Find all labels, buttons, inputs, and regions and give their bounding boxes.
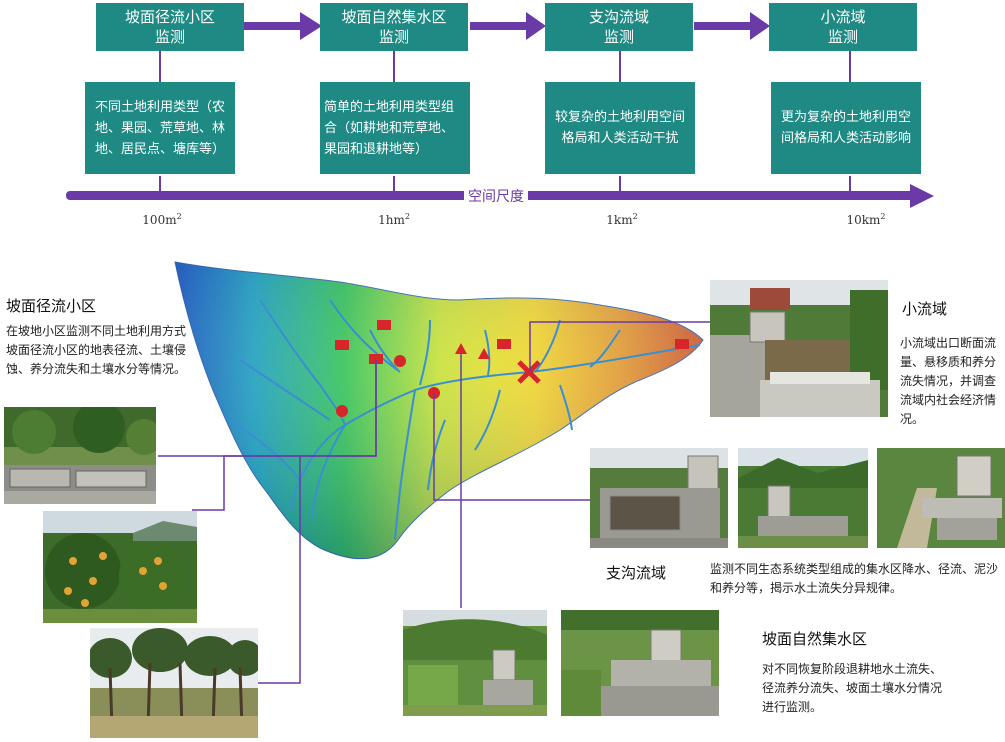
scale-axis-label: 空间尺度 — [464, 186, 528, 206]
unit-label: 1km2 — [606, 212, 638, 227]
scale-title: 坡面径流小区 — [124, 8, 215, 26]
photo-runoff-plot-forest — [90, 628, 258, 738]
scale-title: 坡面自然集水区 — [341, 8, 447, 26]
unit-label: 1hm2 — [378, 212, 410, 227]
branch-watershed-text: 监测不同生态系统类型组成的集水区降水、径流、泥沙和养分等，揭示水土流失分异规律。 — [710, 562, 999, 595]
scale-title: 支沟流域 — [588, 8, 649, 26]
watershed-map — [174, 261, 704, 560]
branch-watershed-title: 支沟流域 — [606, 564, 667, 582]
desc-box-branch-watershed: 较复杂的土地利用空间格局和人类活动干扰 — [545, 82, 695, 174]
desc-box-small-watershed: 更为复杂的土地利用空间格局和人类活动影响 — [771, 82, 921, 174]
scale-box-runoff-plot: 坡面径流小区 监测 — [96, 3, 244, 51]
photo-branch-watershed-3 — [877, 448, 1005, 548]
photo-branch-watershed-2 — [738, 448, 868, 548]
photo-runoff-plot-concrete — [4, 407, 156, 504]
desc-text: 较复杂的土地利用空间格局和人类活动干扰 — [554, 110, 685, 146]
photo-branch-watershed-1 — [590, 448, 728, 548]
photo-runoff-plot-orchard — [43, 511, 197, 623]
unit-label: 10km2 — [846, 212, 886, 227]
desc-text: 简单的土地利用类型组合（如耕地和荒草地、果园和退耕地等） — [324, 99, 455, 157]
scale-subtitle: 监测 — [378, 28, 409, 46]
scale-box-small-watershed: 小流域 监测 — [769, 3, 917, 51]
scale-title: 小流域 — [820, 8, 866, 26]
box-connectors — [159, 51, 851, 196]
unit-label: 100m2 — [142, 212, 182, 227]
flow-arrows — [244, 12, 770, 40]
scale-subtitle: 监测 — [603, 28, 634, 46]
natural-catchment-text: 对不同恢复阶段退耕地水土流失、径流养分流失、坡面土壤水分情况进行监测。 — [762, 662, 943, 714]
photo-small-watershed-weir — [710, 280, 888, 417]
stream-network — [229, 299, 701, 541]
scale-box-natural-catchment: 坡面自然集水区 监测 — [320, 3, 468, 51]
scale-box-branch-watershed: 支沟流域 监测 — [545, 3, 693, 51]
photo-natural-catchment-2 — [561, 610, 719, 716]
small-watershed-text: 小流域出口断面流量、悬移质和养分流失情况，并调查流域内社会经济情况。 — [900, 336, 997, 426]
monitoring-markers — [335, 320, 689, 417]
photo-natural-catchment-1 — [403, 610, 547, 716]
desc-text: 更为复杂的土地利用空间格局和人类活动影响 — [780, 110, 911, 146]
photo-connectors — [158, 321, 712, 684]
runoff-plot-text: 在坡地小区监测不同土地利用方式坡面径流小区的地表径流、土壤侵蚀、养分流失和土壤水… — [6, 324, 187, 376]
desc-box-runoff-plot: 不同土地利用类型（农地、果园、荒草地、林地、居民点、塘库等） — [85, 82, 235, 174]
desc-text: 不同土地利用类型（农地、果园、荒草地、林地、居民点、塘库等） — [94, 99, 225, 157]
scale-subtitle: 监测 — [827, 28, 858, 46]
runoff-plot-title: 坡面径流小区 — [6, 297, 97, 315]
natural-catchment-title: 坡面自然集水区 — [762, 630, 868, 648]
desc-box-natural-catchment: 简单的土地利用类型组合（如耕地和荒草地、果园和退耕地等） — [320, 82, 470, 174]
small-watershed-title: 小流域 — [902, 300, 948, 318]
scale-subtitle: 监测 — [154, 28, 185, 46]
